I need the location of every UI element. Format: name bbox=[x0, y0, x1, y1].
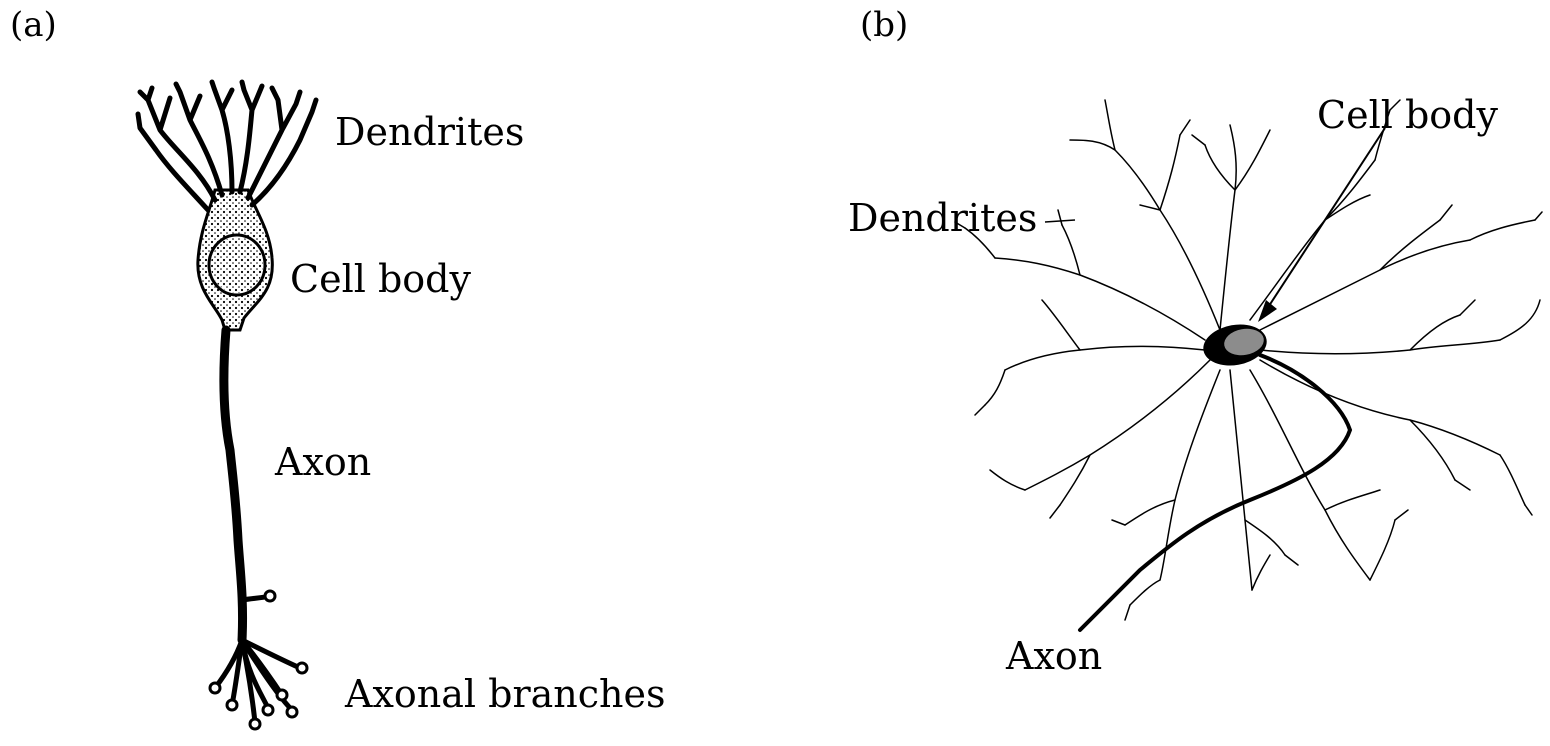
label-axon-a: Axon bbox=[275, 440, 372, 484]
dendrites-leader-b bbox=[1044, 219, 1076, 223]
dendrites-a bbox=[135, 79, 319, 213]
panel-a: (a) bbox=[10, 5, 666, 731]
cell-body-pointer-b bbox=[1264, 127, 1386, 313]
panel-a-label: (a) bbox=[10, 5, 57, 45]
pointer-arrowhead-b bbox=[1258, 300, 1277, 322]
label-axonal-branches-a: Axonal branches bbox=[345, 672, 666, 716]
label-cell-body-b: Cell body bbox=[1317, 93, 1498, 137]
axon-b bbox=[1078, 353, 1353, 632]
panel-b-label: (b) bbox=[860, 5, 909, 45]
neuron-b-illustration bbox=[954, 99, 1543, 632]
label-cell-body-a: Cell body bbox=[290, 257, 471, 301]
label-axon-b: Axon bbox=[1006, 634, 1103, 678]
label-dendrites-b: Dendrites bbox=[848, 196, 1038, 240]
panel-b: (b) bbox=[780, 0, 1550, 746]
label-dendrites-a: Dendrites bbox=[335, 110, 525, 154]
neuron-a-illustration bbox=[135, 79, 319, 731]
